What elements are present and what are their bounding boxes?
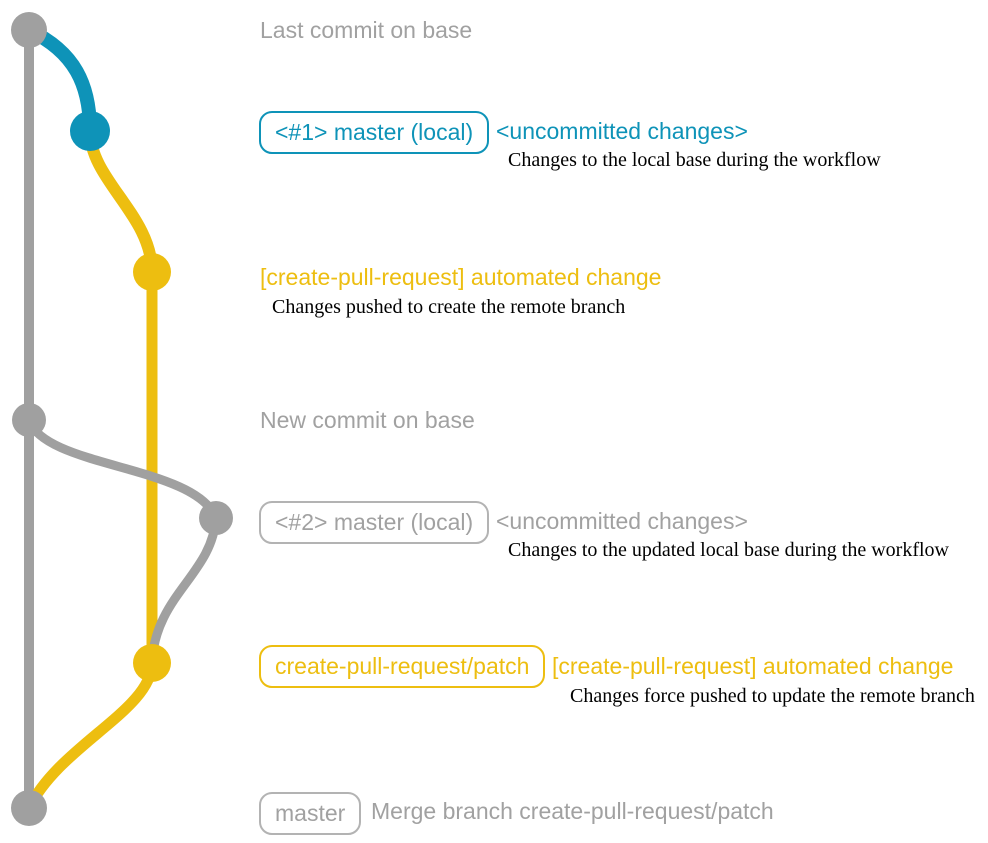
commit-node-patch-1 xyxy=(133,253,171,291)
commit-node-merge xyxy=(11,790,47,826)
commit-node-local-2 xyxy=(199,501,233,535)
branch-badge-master-local-1: <#1> master (local) xyxy=(259,111,490,154)
commit-node-new-base xyxy=(12,403,46,437)
commit-desc-automated-change-2: Changes force pushed to update the remot… xyxy=(570,685,975,707)
commit-title-uncommitted-changes-1: <uncommitted changes> xyxy=(496,118,748,144)
commit-title-automated-change-2: [create-pull-request] automated change xyxy=(552,653,954,679)
commit-node-last-base xyxy=(11,12,47,48)
commit-graph xyxy=(11,12,233,826)
annotation-last-commit-on-base: Last commit on base xyxy=(260,17,473,43)
commit-desc-uncommitted-changes-1: Changes to the local base during the wor… xyxy=(508,149,881,171)
branch-badge-master-local-2: <#2> master (local) xyxy=(259,501,490,544)
commit-title-merge-branch: Merge branch create-pull-request/patch xyxy=(371,798,774,824)
commit-title-automated-change-1: [create-pull-request] automated change xyxy=(260,264,662,290)
base-update-curve xyxy=(24,415,221,523)
patch-merge-curve xyxy=(23,657,158,814)
commit-desc-uncommitted-changes-2: Changes to the updated local base during… xyxy=(508,539,949,561)
commit-node-patch-2 xyxy=(133,644,171,682)
annotation-new-commit-on-base: New commit on base xyxy=(260,407,475,433)
commit-desc-automated-change-1: Changes pushed to create the remote bran… xyxy=(272,296,626,318)
commit-node-local-1 xyxy=(70,111,110,151)
branch-badge-create-pull-request-patch: create-pull-request/patch xyxy=(259,645,546,688)
local-2-rebase-curve xyxy=(147,513,221,668)
commit-title-uncommitted-changes-2: <uncommitted changes> xyxy=(496,508,748,534)
branch-badge-master: master xyxy=(259,792,362,835)
patch-branch-upper-curve xyxy=(84,125,158,278)
